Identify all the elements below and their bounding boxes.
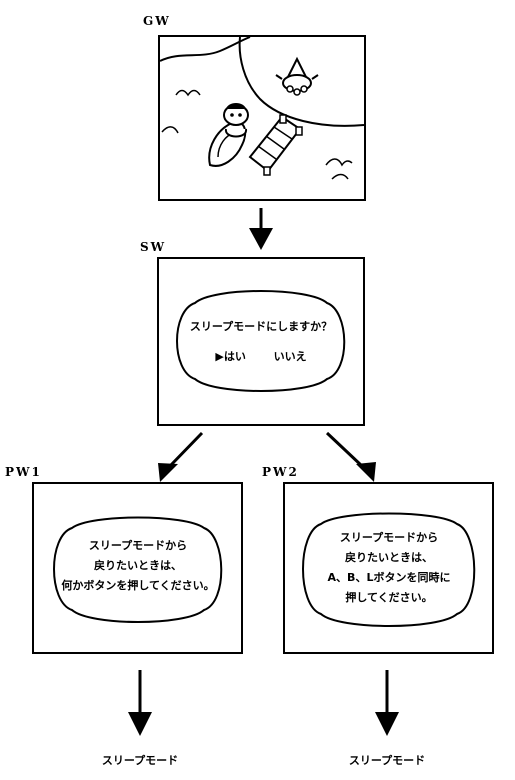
pw1-line-3: 何かボタンを押してください。 — [61, 579, 215, 592]
arrow-pw2-to-sleep — [375, 670, 399, 736]
pw1-line-2: 戻りたいときは、 — [94, 559, 182, 572]
pw1-line-1: スリープモードから — [88, 539, 188, 552]
wave-2 — [161, 126, 179, 134]
sw-options: ▶はい いいえ — [173, 347, 349, 367]
sw-screen: スリープモードにしますか？ ▶はい いいえ — [157, 257, 365, 426]
gw-game-screen — [158, 35, 366, 201]
pw2-screen: スリープモードから 戻りたいときは、 A、B、Lボタンを同時に 押してください。 — [283, 482, 494, 654]
pw1-screen: スリープモードから 戻りたいときは、 何かボタンを押してください。 — [32, 482, 243, 654]
island — [238, 37, 364, 127]
label-gw: GW — [143, 14, 171, 28]
sw-question-text: スリープモードにしますか？ — [189, 320, 333, 333]
pw1-dialog-bubble: スリープモードから 戻りたいときは、 何かボタンを押してください。 — [50, 516, 226, 624]
island-character-icon — [275, 56, 319, 96]
arrow-sw-to-pw2 — [325, 431, 376, 482]
arrow-gw-to-sw — [249, 208, 273, 250]
sw-dialog-bubble: スリープモードにしますか？ ▶はい いいえ — [173, 289, 349, 393]
wave-1 — [175, 89, 201, 97]
arrow-sw-to-pw1 — [158, 431, 204, 482]
pier — [248, 114, 303, 176]
pw2-line-2: 戻りたいときは、 — [345, 551, 433, 564]
boat — [208, 121, 247, 167]
wave-4 — [331, 173, 349, 180]
sw-option-yes[interactable]: ▶はい — [215, 350, 246, 363]
gw-scene-illustration — [160, 37, 364, 180]
player-character-icon — [223, 103, 249, 138]
sw-option-no[interactable]: いいえ — [273, 350, 307, 363]
sw-bubble-shape — [176, 290, 346, 392]
label-pw1: PW1 — [5, 465, 42, 479]
caption-sleep-mode-left: スリープモード — [101, 754, 179, 767]
label-sw: SW — [140, 240, 167, 254]
pw2-bubble-shape — [302, 512, 476, 627]
pw1-bubble-shape — [53, 516, 223, 623]
shoreline — [160, 37, 251, 62]
arrow-pw1-to-sleep — [128, 670, 152, 736]
pw2-dialog-bubble: スリープモードから 戻りたいときは、 A、B、Lボタンを同時に 押してください。 — [299, 512, 479, 628]
pw2-line-4: 押してください。 — [345, 591, 433, 604]
label-pw2: PW2 — [262, 465, 299, 479]
caption-sleep-mode-right: スリープモード — [348, 754, 426, 767]
pw2-line-1: スリープモードから — [339, 531, 439, 544]
pw2-line-3: A、B、Lボタンを同時に — [327, 571, 451, 584]
wave-3 — [325, 158, 353, 167]
